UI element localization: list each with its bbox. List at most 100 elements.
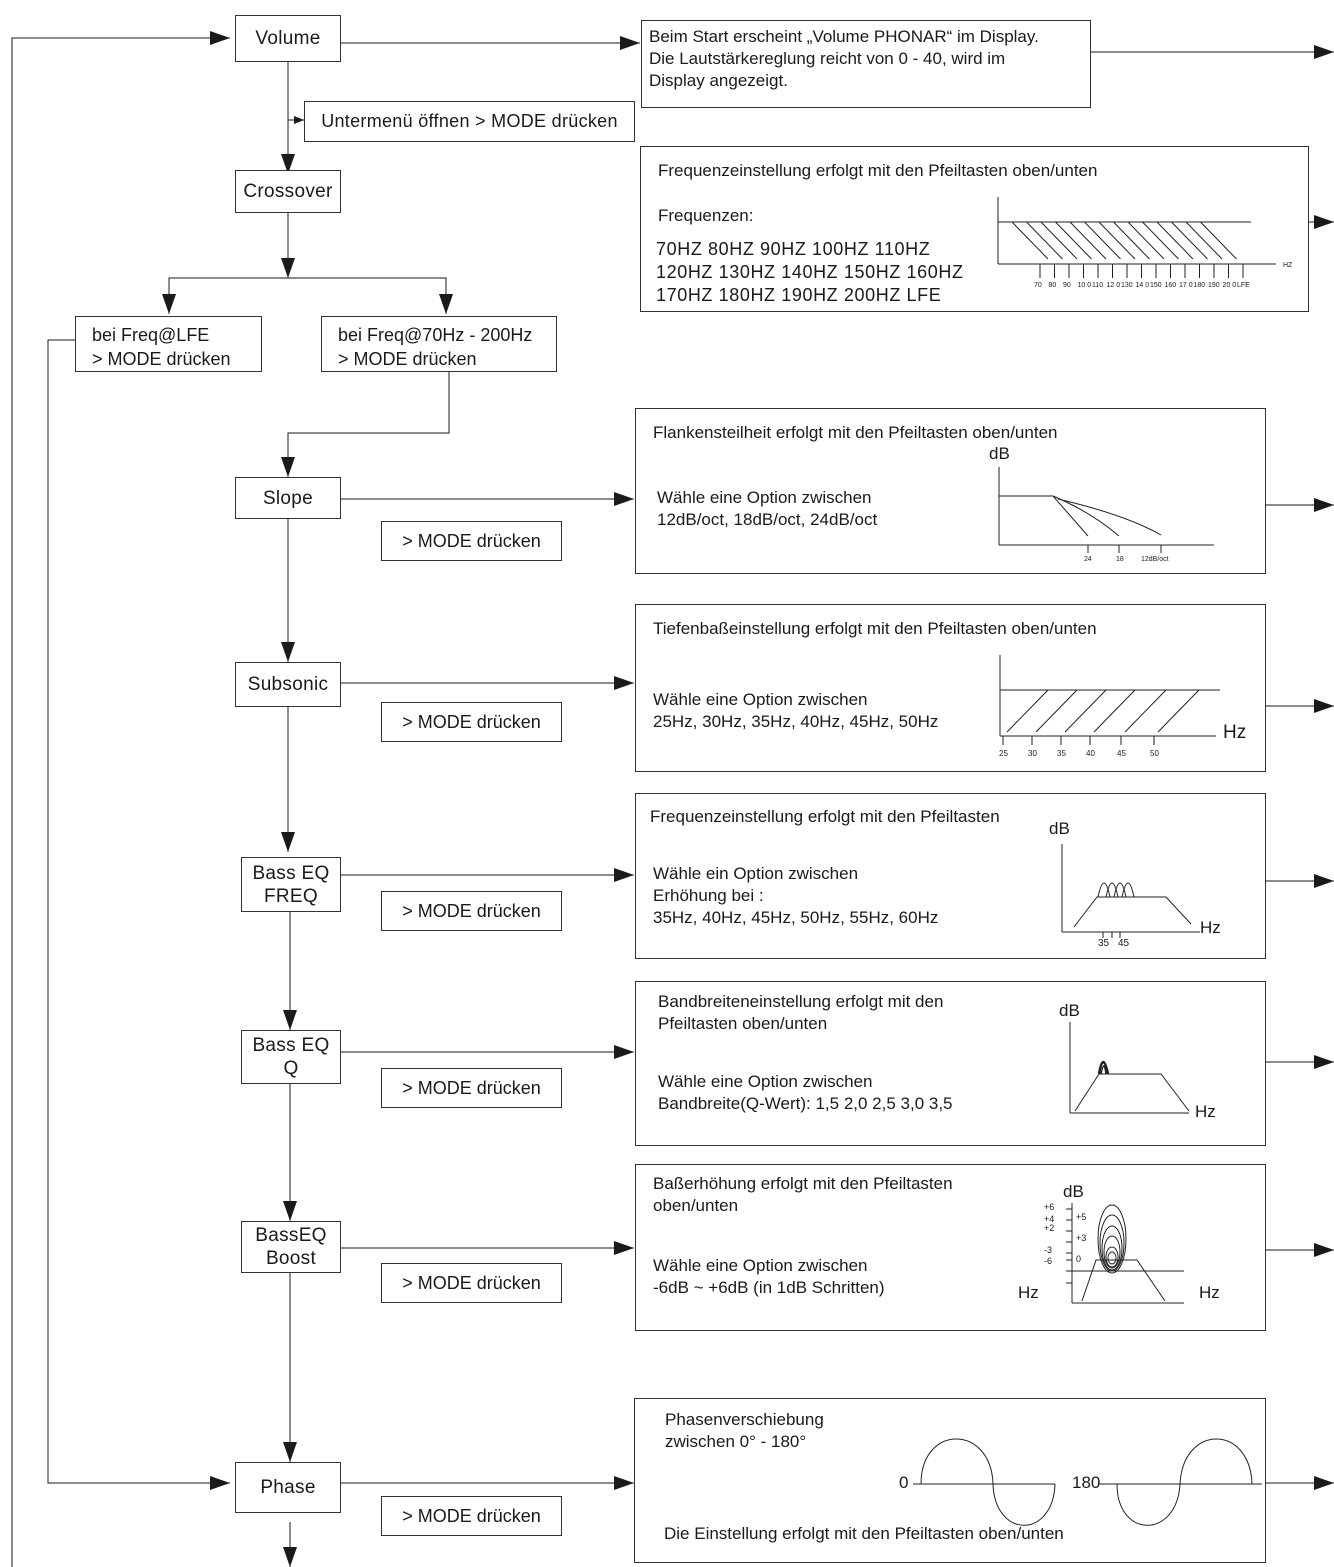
boost-scale-left-label: -6: [1044, 1256, 1053, 1266]
crossover-tick-label: 160: [1164, 282, 1177, 289]
subsonic-slope-line: [1124, 689, 1167, 733]
subsonic-slope-line: [1157, 689, 1200, 733]
subsonic-heading: Tiefenbaßeinstellung erfolgt mit den Pfe…: [653, 619, 1097, 638]
q-heading: Bandbreiteneinstellung erfolgt mit den P…: [658, 992, 944, 1033]
crossover-slope-line: [1113, 221, 1150, 260]
subsonic-x-unit: Hz: [1223, 722, 1247, 743]
crossover-slope-line: [1142, 221, 1179, 260]
volume-node[interactable]: Volume: [235, 15, 341, 62]
crossover-slope-line: [1055, 221, 1092, 260]
subsonic-tick-label: 40: [1086, 749, 1095, 758]
crossover-slope-line: [1127, 221, 1165, 260]
subsonic-tick-label: 25: [999, 749, 1008, 758]
phase-mode-button[interactable]: > MODE drücken: [381, 1496, 562, 1536]
volume-label: Volume: [255, 28, 321, 49]
q-x-unit: Hz: [1195, 1102, 1216, 1121]
boost-scale-left-label: +2: [1044, 1223, 1055, 1233]
crossover-slope-line: [1156, 221, 1194, 260]
crossover-label: Crossover: [243, 181, 333, 202]
boost-mode-button[interactable]: > MODE drücken: [381, 1263, 562, 1303]
freq-text: Wähle ein Option zwischen Erhöhung bei :…: [653, 864, 939, 927]
slope-tick-24: 24: [1084, 556, 1092, 563]
phase-mid: 180: [1072, 1473, 1101, 1492]
crossover-tick-label: 70: [1034, 282, 1042, 289]
submenu-note: Untermenü öffnen > MODE drücken: [304, 101, 635, 142]
crossover-slope-line: [1200, 221, 1237, 260]
subsonic-tick-label: 35: [1057, 749, 1066, 758]
crossover-slope-line: [1098, 221, 1136, 260]
phase-node[interactable]: Phase: [235, 1462, 341, 1513]
crossover-tick-label: 14 0: [1135, 282, 1150, 289]
lfe-branch-box[interactable]: bei Freq@LFE > MODE drücken: [75, 316, 262, 372]
boost-scale-right-label: +5: [1076, 1212, 1087, 1222]
crossover-unit: HZ: [1283, 262, 1293, 269]
crossover-tick-label: 80: [1048, 282, 1057, 289]
slope-node[interactable]: Slope: [235, 477, 341, 519]
subsonic-mode-button[interactable]: > MODE drücken: [381, 702, 562, 742]
q-info-box: Bandbreiteneinstellung erfolgt mit den P…: [635, 981, 1266, 1146]
phase-graph: [913, 1438, 1262, 1526]
boost-graph: [1066, 1203, 1184, 1304]
subsonic-slope-line: [1093, 689, 1136, 733]
crossover-tick-label: 20 0: [1222, 282, 1237, 289]
slope-graph: [998, 467, 1214, 553]
crossover-slope-line: [1171, 221, 1208, 260]
bass-eq-freq-node[interactable]: Bass EQ FREQ: [241, 857, 341, 912]
q-text: Wähle eine Option zwischen Bandbreite(Q-…: [658, 1072, 953, 1113]
freq-graph: [1061, 844, 1200, 938]
crossover-slope-line: [1026, 221, 1063, 260]
subsonic-tick-label: 30: [1028, 749, 1037, 758]
q-graph: [1069, 1022, 1190, 1114]
subsonic-text: Wähle eine Option zwischen 25Hz, 30Hz, 3…: [653, 690, 939, 731]
freq-heading: Frequenzeinstellung erfolgt mit den Pfei…: [650, 807, 1000, 826]
freq-tick-45: 45: [1118, 938, 1130, 949]
subsonic-info-box: Tiefenbaßeinstellung erfolgt mit den Pfe…: [635, 604, 1266, 772]
crossover-heading: Frequenzeinstellung erfolgt mit den Pfei…: [658, 161, 1098, 180]
boost-scale-left-label: -3: [1044, 1245, 1053, 1255]
crossover-tick-label: 180: [1193, 282, 1206, 289]
subsonic-node[interactable]: Subsonic: [235, 662, 341, 707]
boost-info-box: Baßerhöhung erfolgt mit den Pfeiltasten …: [635, 1164, 1266, 1331]
phase-heading: Phasenverschiebung zwischen 0° - 180°: [665, 1410, 824, 1451]
range-branch-box[interactable]: bei Freq@70Hz - 200Hz > MODE drücken: [321, 316, 557, 372]
phase-info-box: Phasenverschiebung zwischen 0° - 180° Di…: [634, 1398, 1266, 1563]
q-y-label: dB: [1059, 1001, 1080, 1020]
boost-scale-left-label: +6: [1044, 1202, 1055, 1212]
phase-start: 0: [899, 1473, 909, 1492]
volume-info-text: Beim Start erscheint „Volume PHONAR“ im …: [649, 27, 1039, 90]
freq-x-unit: Hz: [1200, 918, 1221, 937]
bass-eq-q-node[interactable]: Bass EQ Q: [241, 1030, 341, 1084]
boost-heading: Baßerhöhung erfolgt mit den Pfeiltasten …: [653, 1174, 953, 1215]
crossover-tick-label: 150: [1150, 282, 1162, 289]
crossover-tick-label: 10 0: [1077, 282, 1092, 289]
subsonic-slope-line: [1035, 689, 1078, 733]
subsonic-tick-label: 50: [1150, 749, 1159, 758]
phase-footer: Die Einstellung erfolgt mit den Pfeiltas…: [664, 1524, 1064, 1543]
subsonic-slope-line: [1006, 689, 1049, 733]
boost-y-label: dB: [1063, 1182, 1084, 1201]
freq-y-label: dB: [1049, 819, 1070, 838]
slope-heading: Flankensteilheit erfolgt mit den Pfeilta…: [653, 423, 1058, 442]
boost-x-unit: Hz: [1199, 1283, 1220, 1302]
slope-y-label: dB: [989, 444, 1010, 463]
volume-info-box: Beim Start erscheint „Volume PHONAR“ im …: [641, 20, 1091, 108]
crossover-node[interactable]: Crossover: [235, 170, 341, 213]
slope-tick-12: 12dB/oct: [1141, 556, 1169, 563]
freq-tick-35: 35: [1098, 938, 1110, 949]
q-mode-button[interactable]: > MODE drücken: [381, 1068, 562, 1108]
crossover-tick-label: 110: [1092, 282, 1104, 289]
freq-mode-button[interactable]: > MODE drücken: [381, 891, 562, 931]
crossover-tick-label: 130: [1121, 282, 1133, 289]
subsonic-graph: [999, 655, 1220, 745]
subsonic-slope-line: [1064, 689, 1107, 733]
crossover-slope-line: [1069, 221, 1107, 260]
slope-tick-18: 18: [1116, 556, 1124, 563]
crossover-slope-line: [1185, 221, 1223, 260]
crossover-slope-line: [1084, 221, 1121, 260]
boost-scale-right-label: +3: [1076, 1233, 1087, 1243]
slope-mode-button[interactable]: > MODE drücken: [381, 521, 562, 561]
crossover-graph: [997, 197, 1276, 278]
crossover-label: Frequenzen:: [658, 206, 754, 225]
bass-eq-boost-node[interactable]: BassEQ Boost: [241, 1221, 341, 1273]
